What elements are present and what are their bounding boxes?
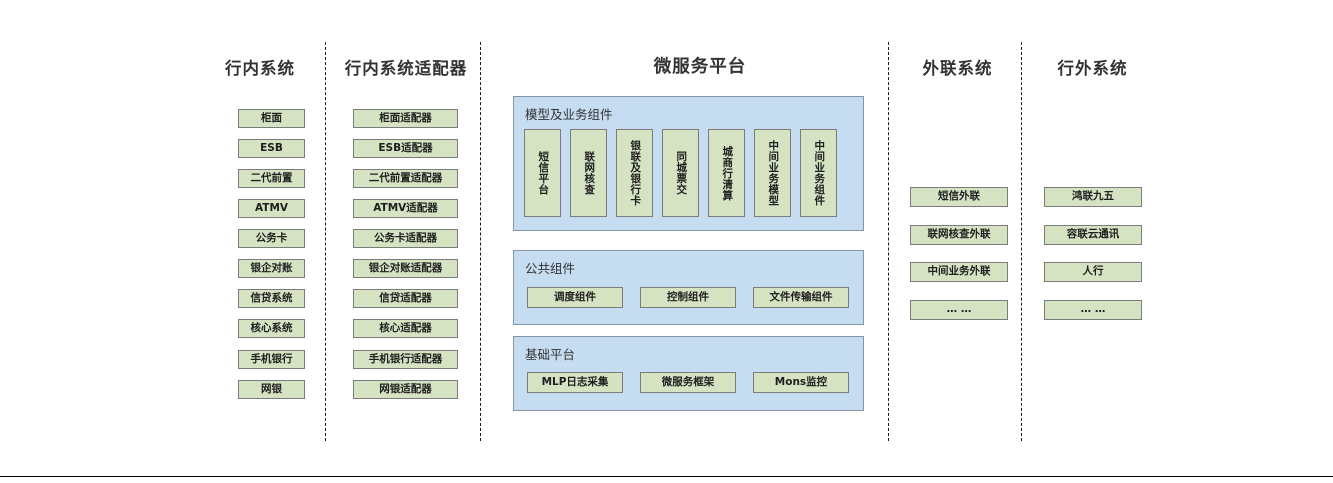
column-title-internal-systems: 行内系统 [225,59,295,78]
node-internal-adapter[interactable]: 柜面适配器 [353,109,458,128]
node-internal-system[interactable]: 信贷系统 [238,289,305,308]
node-base-platform-component[interactable]: 微服务框架 [640,372,736,393]
node-internal-system[interactable]: 核心系统 [238,319,305,338]
node-internal-system[interactable]: 银企对账 [238,259,305,278]
node-internal-system[interactable]: 柜面 [238,109,305,128]
node-model-component[interactable]: 同城票交 [662,129,699,217]
node-internal-adapter[interactable]: 信贷适配器 [353,289,458,308]
node-base-platform-component[interactable]: Mons监控 [753,372,849,393]
node-external-link-system[interactable]: 联网核查外联 [910,225,1008,245]
node-internal-adapter[interactable]: 手机银行适配器 [353,350,458,369]
node-external-link-system[interactable]: 中间业务外联 [910,262,1008,282]
node-model-component[interactable]: 城商行清算 [708,129,745,217]
node-internal-adapter[interactable]: 银企对账适配器 [353,259,458,278]
column-title-internal-adapters: 行内系统适配器 [344,59,468,78]
node-model-component[interactable]: 联网核查 [570,129,607,217]
node-model-component[interactable]: 中间业务组件 [800,129,837,217]
node-external-link-system[interactable]: 短信外联 [910,187,1008,207]
column-title-outside-bank-systems: 行外系统 [1057,59,1128,78]
node-internal-system[interactable]: ATMV [238,199,305,218]
node-outside-bank-system[interactable]: 人行 [1044,262,1142,282]
node-internal-system[interactable]: 二代前置 [238,169,305,188]
divider-4 [1021,42,1022,441]
panel-label-public-components: 公共组件 [525,261,576,276]
node-internal-system[interactable]: 公务卡 [238,229,305,248]
node-public-component[interactable]: 控制组件 [640,287,736,308]
node-internal-adapter[interactable]: ESB适配器 [353,139,458,158]
node-outside-bank-system[interactable]: … … [1044,300,1142,320]
node-internal-system[interactable]: ESB [238,139,305,158]
node-internal-adapter[interactable]: 公务卡适配器 [353,229,458,248]
node-internal-system[interactable]: 网银 [238,380,305,399]
node-internal-adapter[interactable]: 核心适配器 [353,319,458,338]
divider-2 [480,42,481,441]
node-internal-adapter[interactable]: 二代前置适配器 [353,169,458,188]
node-external-link-system[interactable]: … … [910,300,1008,320]
node-model-component[interactable]: 中间业务模型 [754,129,791,217]
bottom-divider [0,476,1333,477]
node-base-platform-component[interactable]: MLP日志采集 [527,372,623,393]
node-internal-adapter[interactable]: 网银适配器 [353,380,458,399]
column-title-external-link-systems: 外联系统 [922,59,993,78]
column-title-microservice-platform: 微服务平台 [653,57,747,77]
node-internal-system[interactable]: 手机银行 [238,350,305,369]
panel-label-base-platform: 基础平台 [525,347,576,362]
divider-3 [888,42,889,441]
node-model-component[interactable]: 银联及银行卡 [616,129,653,217]
divider-1 [325,42,326,441]
node-model-component[interactable]: 短信平台 [524,129,561,217]
node-outside-bank-system[interactable]: 容联云通讯 [1044,225,1142,245]
node-internal-adapter[interactable]: ATMV适配器 [353,199,458,218]
node-public-component[interactable]: 文件传输组件 [753,287,849,308]
node-public-component[interactable]: 调度组件 [527,287,623,308]
node-outside-bank-system[interactable]: 鸿联九五 [1044,187,1142,207]
panel-label-model-business-components: 模型及业务组件 [525,107,613,122]
